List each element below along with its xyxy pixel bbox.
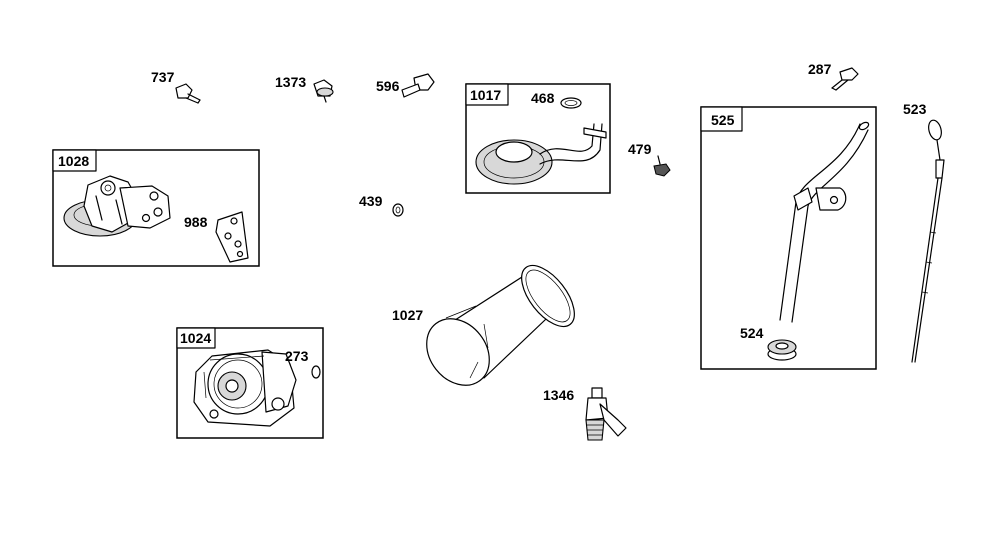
part-label-523: 523 xyxy=(903,101,927,117)
oil-pickup-housing-drawing[interactable] xyxy=(63,175,171,237)
part-label-737: 737 xyxy=(151,69,175,85)
oil-pickup-1017-drawing[interactable] xyxy=(475,123,607,185)
assembly-box-1017[interactable]: 1017 xyxy=(465,83,611,194)
box-label-525: 525 xyxy=(711,112,735,128)
part-label-1346: 1346 xyxy=(543,387,574,403)
part-label-273: 273 xyxy=(285,348,309,364)
o-ring-468-drawing[interactable] xyxy=(560,97,582,109)
gasket-988-drawing[interactable] xyxy=(215,211,249,263)
part-label-524: 524 xyxy=(740,325,764,341)
o-ring-273-drawing[interactable] xyxy=(311,365,321,379)
bolt-1373-drawing[interactable] xyxy=(313,79,334,103)
part-label-287: 287 xyxy=(808,61,832,77)
dipstick-523-drawing[interactable] xyxy=(911,119,945,363)
bolt-596-drawing[interactable] xyxy=(401,73,435,98)
part-label-1373: 1373 xyxy=(275,74,306,90)
part-label-596: 596 xyxy=(376,78,400,94)
grommet-524-drawing[interactable] xyxy=(767,339,797,361)
bolt-287-drawing[interactable] xyxy=(831,67,859,91)
fitting-1346-drawing[interactable] xyxy=(585,387,627,441)
part-label-439: 439 xyxy=(359,193,383,209)
part-label-479: 479 xyxy=(628,141,652,157)
bolt-737-drawing[interactable] xyxy=(175,83,201,104)
washer-439-drawing[interactable] xyxy=(392,203,404,217)
box-label-1024: 1024 xyxy=(180,330,211,346)
assembly-box-1024[interactable]: 1024 xyxy=(176,327,324,439)
assembly-box-525[interactable]: 525 xyxy=(700,106,877,370)
dipstick-tube-525-drawing[interactable] xyxy=(779,121,870,323)
oil-pump-1024-drawing[interactable] xyxy=(193,349,297,427)
box-label-1017: 1017 xyxy=(470,87,501,103)
box-label-1028: 1028 xyxy=(58,153,89,169)
part-label-1027: 1027 xyxy=(392,307,423,323)
assembly-box-1028[interactable]: 1028 xyxy=(52,149,260,267)
screw-479-drawing[interactable] xyxy=(653,155,671,177)
oil-filter-1027-drawing[interactable] xyxy=(414,257,585,398)
part-label-468: 468 xyxy=(531,90,555,106)
part-label-988: 988 xyxy=(184,214,208,230)
